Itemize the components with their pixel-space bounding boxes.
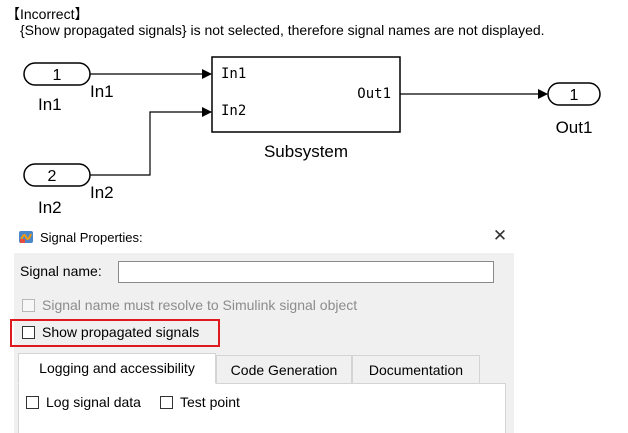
show-propagated-signals-label: Show propagated signals (42, 324, 200, 340)
must-resolve-label: Signal name must resolve to Simulink sig… (42, 297, 358, 313)
signal-2-label: In2 (90, 183, 114, 202)
must-resolve-checkbox[interactable] (22, 299, 35, 312)
simulink-diagram: 1 In1 2 In2 In1 In2 In1 In2 Out1 Subsyst… (23, 56, 601, 217)
signal-line-2[interactable] (90, 107, 212, 176)
tab-logging-and-accessibility[interactable]: Logging and accessibility (18, 353, 216, 384)
inport-1-label: In1 (38, 95, 62, 114)
subsystem-input-2-port-label: In2 (221, 103, 246, 119)
log-signal-data-label: Log signal data (46, 394, 141, 410)
simulink-icon (19, 231, 33, 243)
tab-code-generation[interactable]: Code Generation (216, 355, 352, 385)
inport-1-number: 1 (53, 67, 62, 84)
subsystem-name: Subsystem (264, 142, 348, 161)
red-highlight-box (10, 319, 220, 347)
subsystem-block[interactable]: In1 In2 Out1 (211, 56, 401, 133)
signal-1-label: In1 (90, 82, 114, 101)
inport-2-number: 2 (48, 168, 57, 185)
caption-title: 【Incorrect】 (6, 6, 89, 22)
inport-2-block[interactable]: 2 (23, 163, 91, 187)
dialog-body: Signal name: Signal name must resolve to… (10, 253, 514, 433)
outport-1-label: Out1 (556, 118, 593, 137)
log-signal-data-checkbox[interactable] (26, 396, 39, 409)
inport-1-block[interactable]: 1 (23, 62, 91, 86)
test-point-checkbox[interactable] (160, 396, 173, 409)
close-icon[interactable]: ✕ (492, 226, 508, 245)
show-propagated-signals-checkbox[interactable] (22, 326, 35, 339)
dialog-title: Signal Properties: (40, 230, 143, 245)
signal-name-label: Signal name: (20, 263, 102, 279)
logging-tab-panel (18, 383, 506, 433)
outport-1-number: 1 (570, 87, 579, 104)
tab-documentation[interactable]: Documentation (352, 355, 480, 385)
subsystem-input-1-port-label: In1 (221, 66, 246, 82)
dialog-titlebar[interactable]: Signal Properties: ✕ (14, 225, 514, 251)
inport-2-label: In2 (38, 198, 62, 217)
subsystem-output-1-port-label: Out1 (357, 86, 391, 102)
signal-properties-dialog: Signal Properties: ✕ Signal name: Signal… (10, 225, 514, 433)
outport-1-block[interactable]: 1 (547, 82, 601, 106)
test-point-label: Test point (180, 394, 240, 410)
caption-description: {Show propagated signals} is not selecte… (20, 22, 545, 38)
signal-name-input[interactable] (118, 261, 494, 283)
